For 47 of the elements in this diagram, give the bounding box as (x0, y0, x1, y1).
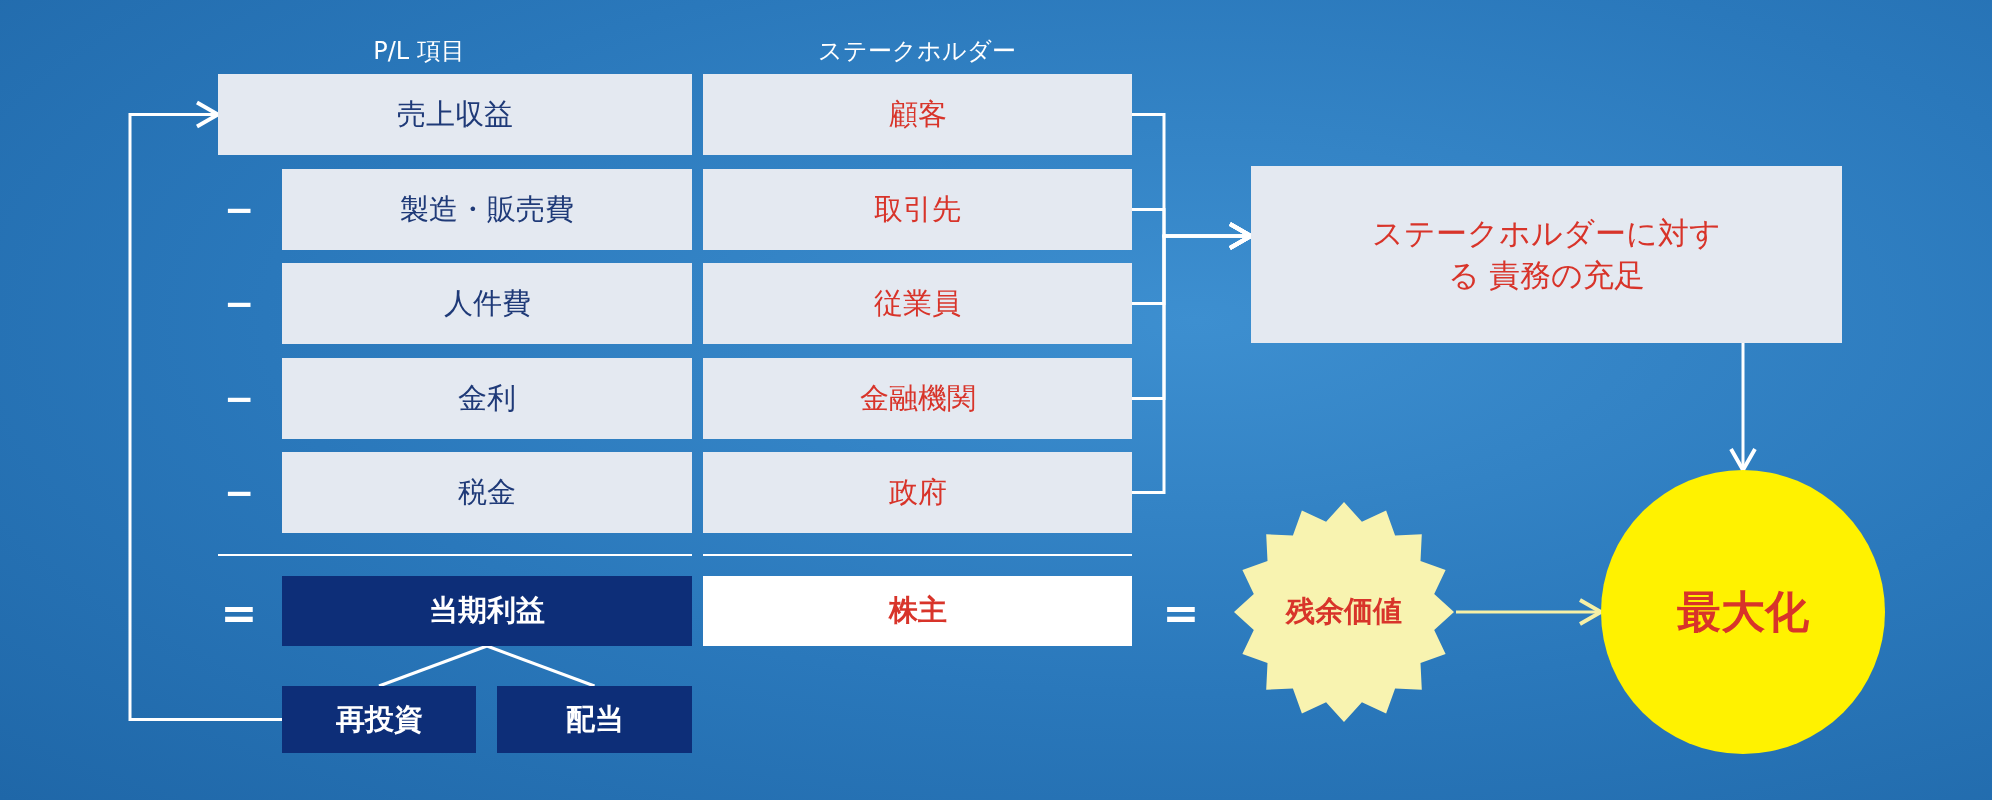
item-label: 当期利益 (429, 592, 545, 630)
equals-sign: = (220, 586, 258, 638)
item-label: 売上収益 (397, 95, 513, 133)
minus-sign: − (223, 188, 255, 230)
label-box (703, 358, 1132, 439)
label-box (703, 576, 1132, 646)
label-box (282, 452, 692, 533)
label-box (282, 686, 476, 753)
column-heading: ステークホルダー (818, 36, 1016, 67)
starburst-shape (1232, 500, 1456, 724)
label-box (703, 169, 1132, 250)
label-box (282, 169, 692, 250)
item-label: 金融機関 (859, 379, 976, 417)
item-label: 株主 (888, 592, 947, 630)
item-label: 政府 (888, 473, 947, 511)
item-label: 人件費 (443, 284, 531, 322)
item-label: ステークホルダーに対する 責務の充足 (1371, 213, 1722, 295)
item-label: 従業員 (874, 284, 961, 322)
minus-sign: − (223, 471, 255, 513)
item-label: 税金 (458, 473, 516, 511)
label-box (497, 686, 692, 753)
item-label: 残余価値 (1286, 593, 1402, 631)
item-label: 最大化 (1677, 585, 1809, 640)
label-box (703, 263, 1132, 344)
item-label: 配当 (565, 700, 624, 738)
arrow (1729, 343, 1757, 472)
label-box (282, 576, 692, 646)
item-label: 金利 (458, 379, 516, 417)
equals-sign: = (1162, 586, 1200, 638)
minus-sign: − (223, 377, 255, 419)
label-box (1251, 166, 1842, 343)
arrow (128, 100, 282, 721)
label-box (282, 263, 692, 344)
label-box (282, 358, 692, 439)
label-box (703, 74, 1132, 155)
minus-sign: − (223, 282, 255, 324)
column-heading: P/L 項目 (373, 36, 465, 67)
item-label: 顧客 (888, 95, 947, 133)
item-label: 再投資 (335, 700, 423, 738)
arrow (1132, 222, 1253, 494)
arrow (1456, 598, 1603, 626)
label-box (218, 74, 692, 155)
item-label: 製造・販売費 (400, 190, 574, 228)
label-box (703, 452, 1132, 533)
item-label: 取引先 (874, 190, 961, 228)
connector-line (486, 644, 596, 688)
connector-line (378, 644, 488, 688)
